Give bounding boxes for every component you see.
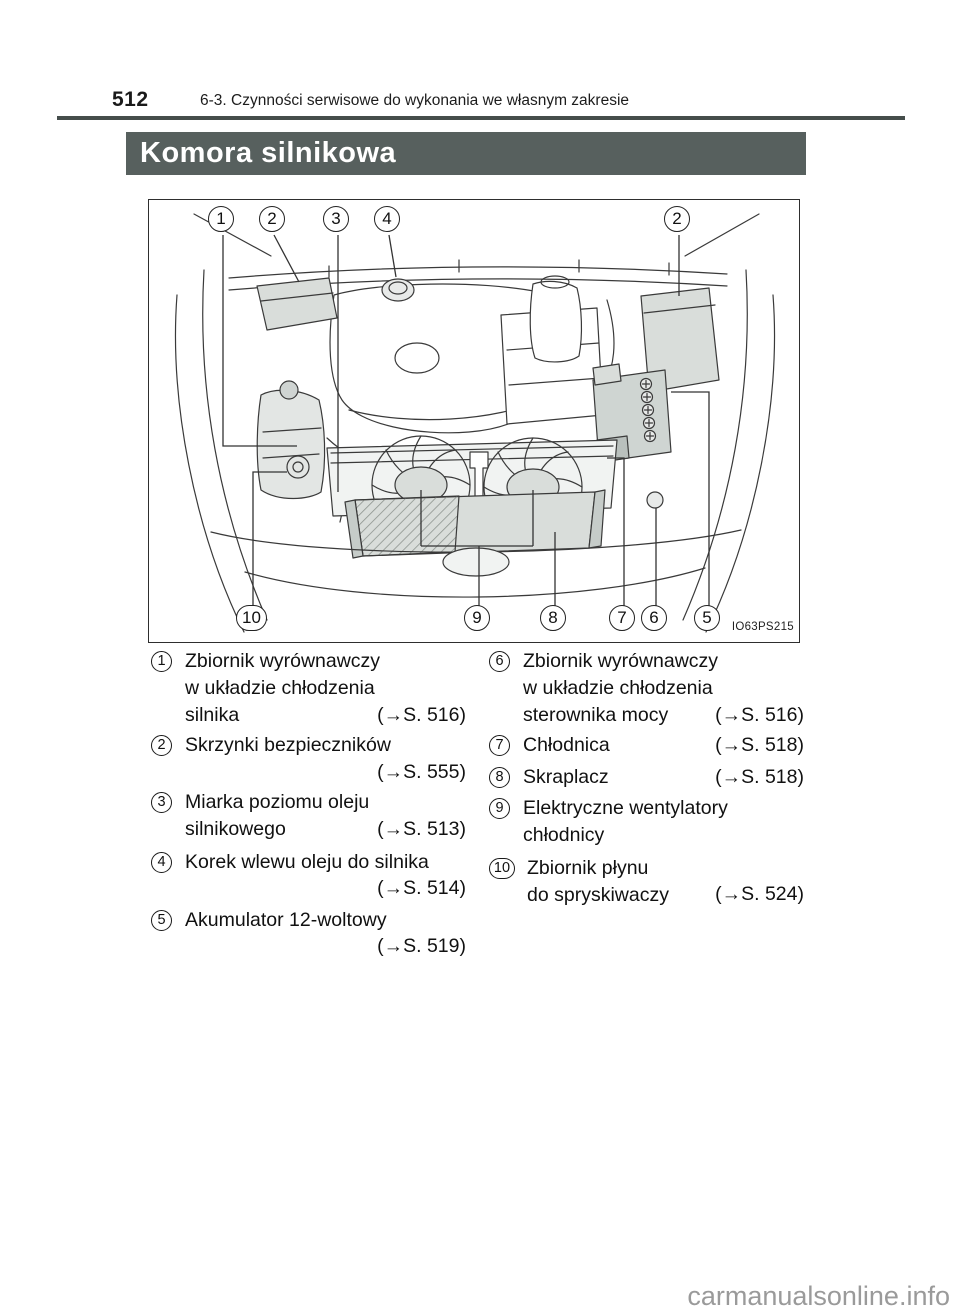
battery-terminal-box bbox=[592, 363, 622, 386]
item-text: silnikowego bbox=[185, 818, 286, 840]
reservoir-bottle bbox=[529, 280, 583, 363]
item-text: chłodnicy bbox=[523, 824, 605, 846]
item-text: do spryskiwaczy bbox=[527, 884, 669, 906]
page-reference: (→S. 555) bbox=[377, 761, 466, 783]
item-text: Zbiornik płynu bbox=[527, 857, 649, 879]
item-number: 4 bbox=[151, 852, 172, 873]
item-text: Skraplacz bbox=[523, 766, 609, 788]
item-text: Chłodnica bbox=[523, 734, 610, 756]
item-number: 7 bbox=[489, 735, 510, 756]
right-fender-line bbox=[705, 294, 776, 633]
legend-item-4: 4 Korek wlewu oleju do silnika (→S. 514) bbox=[151, 849, 466, 899]
callout-8: 8 bbox=[540, 605, 566, 631]
reservoir-ribs bbox=[262, 427, 322, 459]
fuse-box-left-lid bbox=[260, 292, 334, 302]
radiator-hatch bbox=[354, 495, 460, 557]
strut-bar-top bbox=[228, 266, 728, 279]
legend-item-10: 10 Zbiornik płynu do spryskiwaczy (→S. 5… bbox=[489, 855, 804, 909]
item-text: Korek wlewu oleju do silnika bbox=[185, 851, 429, 873]
item-text: Zbiornik wyrównawczy bbox=[185, 650, 381, 672]
legend-item-5: 5 Akumulator 12-woltowy (→S. 519) bbox=[151, 907, 466, 957]
item-number: 6 bbox=[489, 651, 510, 672]
watermark: carmanualsonline.info bbox=[687, 1281, 950, 1311]
item-number: 2 bbox=[151, 735, 172, 756]
page-reference: (→S. 518) bbox=[715, 734, 804, 756]
fuse-box-right-lid bbox=[643, 304, 716, 314]
item-number: 9 bbox=[489, 798, 510, 819]
page-number: 512 bbox=[112, 88, 149, 111]
item-text: Skrzynki bezpieczników bbox=[185, 734, 391, 756]
item-text: w układzie chłodzenia bbox=[185, 677, 375, 699]
cowl-ticks bbox=[328, 259, 670, 278]
washer-filler-cap bbox=[286, 455, 310, 479]
left-fender-line bbox=[174, 294, 245, 633]
radiator-side-brackets bbox=[344, 489, 606, 559]
oil-filler-cap-inner bbox=[388, 281, 408, 295]
legend-item-8: 8 Skraplacz (→S. 518) bbox=[489, 764, 804, 791]
callout-6: 6 bbox=[641, 605, 667, 631]
radiator-fan-left bbox=[371, 435, 471, 535]
power-control-reservoir-cap bbox=[646, 491, 664, 509]
callout-2-left: 2 bbox=[259, 206, 285, 232]
page-reference: (→S. 524) bbox=[715, 883, 804, 905]
engine-coolant-reservoir bbox=[256, 389, 326, 500]
item-number: 1 bbox=[151, 651, 172, 672]
item-number: 8 bbox=[489, 767, 510, 788]
page-reference: (→S. 516) bbox=[377, 704, 466, 726]
battery-cell-caps bbox=[639, 377, 657, 443]
legend-item-3: 3 Miarka poziomu oleju silnikowego (→S. … bbox=[151, 789, 466, 843]
reservoir-bottle-cap bbox=[540, 275, 570, 289]
item-number: 3 bbox=[151, 792, 172, 813]
page-reference: (→S. 519) bbox=[377, 935, 466, 957]
callout-9: 9 bbox=[464, 605, 490, 631]
page-reference: (→S. 516) bbox=[715, 704, 804, 726]
header-rule bbox=[57, 116, 905, 120]
hood-edge-right bbox=[684, 213, 760, 257]
item-text: w układzie chłodzenia bbox=[523, 677, 713, 699]
engine-diagram-drawing bbox=[174, 213, 776, 633]
chapter-title: Komora silnikowa bbox=[140, 137, 397, 169]
callout-7: 7 bbox=[609, 605, 635, 631]
engine-compartment-figure bbox=[148, 199, 800, 643]
callout-1: 1 bbox=[208, 206, 234, 232]
washer-filler-cap-inner bbox=[292, 461, 304, 473]
item-text: Miarka poziomu oleju bbox=[185, 791, 370, 813]
legend-item-1: 1 Zbiornik wyrównawczy w układzie chłodz… bbox=[151, 648, 466, 729]
item-text: sterownika mocy bbox=[523, 704, 669, 726]
item-text: silnika bbox=[185, 704, 240, 726]
front-emblem bbox=[442, 547, 510, 577]
item-number: 10 bbox=[489, 858, 515, 879]
callout-10: 10 bbox=[236, 605, 267, 631]
legend-item-2: 2 Skrzynki bezpieczników (→S. 555) bbox=[151, 732, 466, 783]
hood-edge-left bbox=[193, 213, 272, 257]
page-reference: (→S. 513) bbox=[377, 818, 466, 840]
chapter-title-bar: Komora silnikowa bbox=[126, 132, 806, 175]
fuse-box-right bbox=[640, 287, 720, 393]
callout-4: 4 bbox=[374, 206, 400, 232]
engine-cover-emblem bbox=[394, 342, 440, 374]
section-title: 6-3. Czynności serwisowe do wykonania we… bbox=[200, 92, 630, 109]
legend-item-7: 7 Chłodnica (→S. 518) bbox=[489, 732, 804, 759]
callout-5: 5 bbox=[694, 605, 720, 631]
item-text: Zbiornik wyrównawczy bbox=[523, 650, 719, 672]
item-text: Akumulator 12-woltowy bbox=[185, 909, 387, 931]
page-reference: (→S. 518) bbox=[715, 766, 804, 788]
grille-line-lower bbox=[244, 567, 706, 598]
figure-code: IO63PS215 bbox=[731, 621, 794, 633]
coolant-reservoir-cap bbox=[279, 380, 299, 400]
callout-3: 3 bbox=[323, 206, 349, 232]
legend-item-9: 9 Elektryczne wentylatory chłodnicy bbox=[489, 795, 804, 849]
left-inner-line bbox=[202, 269, 268, 621]
item-number: 5 bbox=[151, 910, 172, 931]
callout-leader-lines bbox=[222, 234, 710, 606]
callout-2-right: 2 bbox=[664, 206, 690, 232]
page-reference: (→S. 514) bbox=[377, 877, 466, 899]
item-text: Elektryczne wentylatory bbox=[523, 797, 728, 819]
fuse-box-left bbox=[256, 277, 338, 331]
right-inner-line bbox=[682, 269, 748, 621]
legend-item-6: 6 Zbiornik wyrównawczy w układzie chłodz… bbox=[489, 648, 804, 729]
